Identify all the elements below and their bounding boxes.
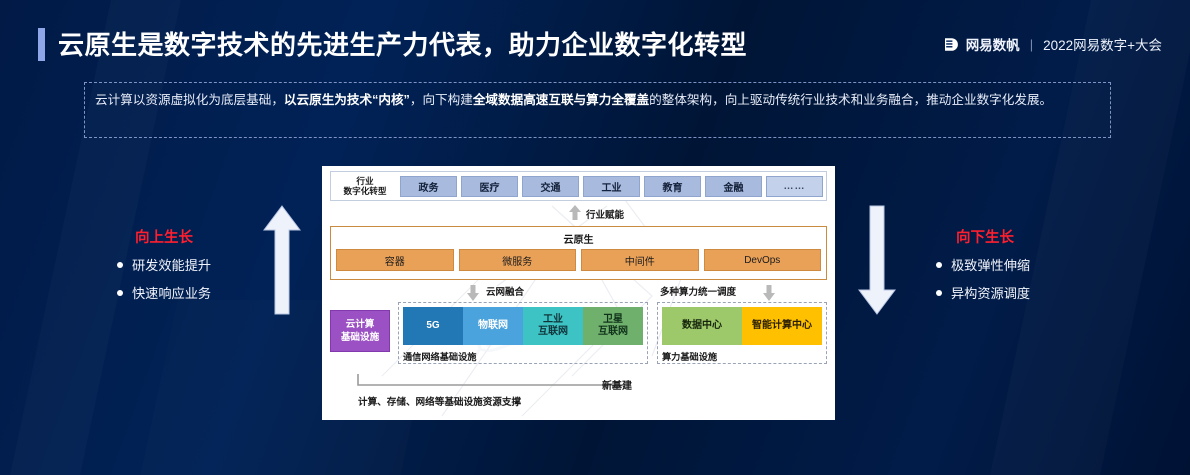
industry-enabling-label: 行业赋能	[586, 210, 625, 221]
industry-cell-healthcare[interactable]: 医疗	[461, 175, 518, 197]
lead-bold-1: 以云原生为技术“内核”	[283, 93, 410, 107]
industry-row: 行业 数字化转型 政务 医疗 交通 工业 教育 金融 ……	[330, 171, 827, 201]
unified-compute-scheduling-label: 多种算力统一调度	[660, 287, 737, 298]
brand-separator: |	[1029, 36, 1034, 52]
industry-cell-transport[interactable]: 交通	[522, 175, 579, 197]
new-infrastructure-row: 新基建 计算、存储、网络等基础设施资源支撑	[330, 370, 827, 414]
cloud-native-cell-middleware[interactable]: 中间件	[581, 249, 699, 271]
upward-bullet-2: 快速响应业务	[132, 286, 212, 301]
compute-group-caption: 算力基础设施	[662, 352, 718, 362]
page-title: 云原生是数字技术的先进生产力代表，助力企业数字化转型	[58, 30, 748, 60]
industry-cell-industry[interactable]: 工业	[583, 175, 640, 197]
downward-growth-title: 向下生长	[956, 230, 1014, 246]
satellite-internet-line2: 互联网	[598, 326, 628, 337]
architecture-diagram-panel: 道 行业 数字化转型 政务 医疗 交通 工业 教育 金融 …… 行业赋能	[322, 166, 835, 420]
bullet-dot-icon	[936, 261, 942, 268]
downward-bullet-2: 异构资源调度	[951, 286, 1031, 301]
arrow-down-icon	[857, 204, 897, 321]
downward-bullet-1: 极致弹性伸缩	[951, 258, 1031, 273]
list-item: 研发效能提升	[117, 255, 211, 274]
lead-part-3: 的整体架构，向上驱动传统行业技术和业务融合，推动企业数字化发展。	[649, 93, 1053, 107]
lead-paragraph-box: 云计算以资源虚拟化为底层基础，以云原生为技术“内核”，向下构建全域数据高速互联与…	[84, 82, 1111, 138]
arrow-up-icon	[262, 204, 302, 321]
network-infrastructure-group: 5G 物联网 工业 互联网 卫星 互联网 通信网络基础设施	[398, 302, 648, 364]
industry-label-line1: 行业	[356, 176, 374, 186]
compute-cell-data-center[interactable]: 数据中心	[662, 307, 742, 345]
lead-bold-2: 全域数据高速互联与算力全覆盖	[472, 93, 650, 107]
upward-growth-title: 向上生长	[135, 230, 193, 246]
cloud-native-cell-microservice[interactable]: 微服务	[458, 249, 576, 271]
industry-row-label: 行业 数字化转型	[334, 176, 396, 196]
network-cell-5g[interactable]: 5G	[403, 307, 463, 345]
upward-growth-block: 向上生长 研发效能提升 快速响应业务	[117, 226, 211, 311]
bullet-dot-icon	[117, 289, 123, 296]
upward-bullet-1: 研发效能提升	[132, 258, 212, 273]
lead-part-1: 云计算以资源虚拟化为底层基础，	[95, 93, 284, 107]
new-infrastructure-caption: 计算、存储、网络等基础设施资源支撑	[358, 397, 522, 408]
compute-infrastructure-group: 数据中心 智能计算中心 算力基础设施	[657, 302, 827, 364]
cloud-infra-line1: 云计算	[345, 319, 375, 330]
network-cells-row: 5G 物联网 工业 互联网 卫星 互联网	[403, 307, 643, 345]
netease-sail-logo-icon	[943, 37, 958, 52]
compute-cells-row: 数据中心 智能计算中心	[662, 307, 822, 345]
infrastructure-zone: 云网融合 多种算力统一调度 云计算 基础设施 5G 物联网	[330, 284, 827, 366]
satellite-internet-line1: 卫星	[603, 314, 623, 325]
industry-cell-government[interactable]: 政务	[400, 175, 457, 197]
cloud-native-block: 云原生 容器 微服务 中间件 DevOps	[330, 226, 827, 280]
cloud-native-cell-container[interactable]: 容器	[336, 249, 454, 271]
industrial-internet-line2: 互联网	[538, 326, 568, 337]
industry-enabling-row: 行业赋能	[330, 204, 827, 222]
cloud-native-title: 云原生	[563, 235, 594, 246]
arrow-up-small-icon	[568, 204, 582, 226]
bullet-dot-icon	[936, 289, 942, 296]
industry-cell-more[interactable]: ……	[766, 175, 823, 197]
lead-paragraph-text: 云计算以资源虚拟化为底层基础，以云原生为技术“内核”，向下构建全域数据高速互联与…	[95, 90, 1101, 111]
network-cell-industrial-internet[interactable]: 工业 互联网	[523, 307, 583, 345]
cloud-native-cell-devops[interactable]: DevOps	[703, 249, 821, 271]
brand-event-name: 2022网易数字+大会	[1043, 38, 1162, 53]
cloud-infra-line2: 基础设施	[340, 332, 380, 343]
list-item: 快速响应业务	[117, 283, 211, 302]
industry-cell-finance[interactable]: 金融	[705, 175, 762, 197]
title-accent-bar	[38, 28, 45, 61]
cloud-native-cells: 容器 微服务 中间件 DevOps	[336, 249, 821, 271]
new-infrastructure-label: 新基建	[602, 381, 632, 392]
new-infrastructure-arrow-icon	[357, 374, 624, 389]
lead-part-2: ，向下构建	[409, 93, 473, 107]
slide-header: 云原生是数字技术的先进生产力代表，助力企业数字化转型 网易数帆 | 2022网易…	[0, 0, 1190, 74]
list-item: 极致弹性伸缩	[936, 255, 1030, 274]
arrow-down-small-icon-network	[466, 284, 480, 307]
brand-name: 网易数帆	[965, 38, 1020, 53]
cloud-network-convergence-label: 云网融合	[486, 287, 525, 298]
arrow-down-small-icon-power	[762, 284, 776, 307]
compute-cell-intelligent-computing-center[interactable]: 智能计算中心	[742, 307, 822, 345]
network-cell-iot[interactable]: 物联网	[463, 307, 523, 345]
network-cell-satellite-internet[interactable]: 卫星 互联网	[583, 307, 643, 345]
network-group-caption: 通信网络基础设施	[403, 352, 477, 362]
industry-cell-education[interactable]: 教育	[644, 175, 701, 197]
downward-growth-block: 向下生长 极致弹性伸缩 异构资源调度	[936, 226, 1030, 311]
cloud-computing-infrastructure-cell[interactable]: 云计算 基础设施	[330, 310, 390, 352]
list-item: 异构资源调度	[936, 283, 1030, 302]
industry-label-line2: 数字化转型	[343, 186, 387, 196]
industrial-internet-line1: 工业	[543, 314, 563, 325]
bullet-dot-icon	[117, 261, 123, 268]
brand-lockup: 网易数帆 | 2022网易数字+大会	[943, 34, 1162, 54]
